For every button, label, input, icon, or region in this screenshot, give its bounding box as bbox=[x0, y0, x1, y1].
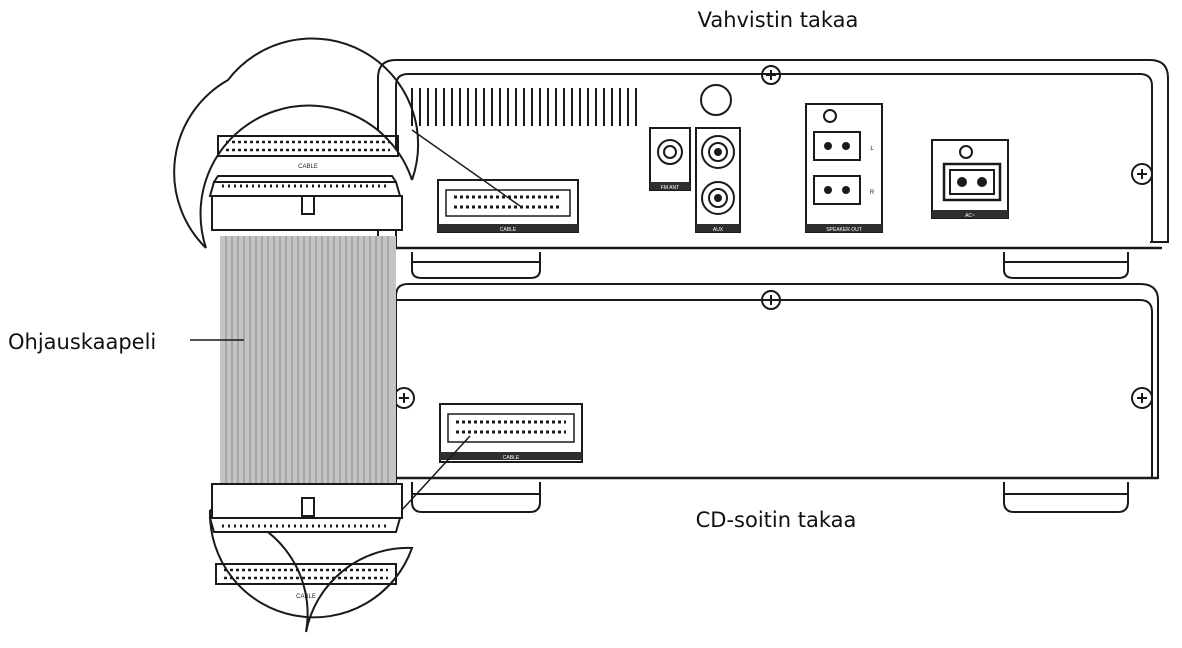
aux-rca-jacks bbox=[695, 127, 741, 233]
amplifier-rear-title: Vahvistin takaa bbox=[697, 8, 859, 32]
amplifier-unit bbox=[377, 59, 1169, 279]
round-port-hole bbox=[700, 84, 732, 116]
control-cable-label: Ohjauskaapeli bbox=[8, 330, 157, 354]
ac-power-inlet bbox=[931, 139, 1009, 219]
amp-cable-port bbox=[437, 179, 579, 233]
ventilation-slots bbox=[411, 88, 637, 126]
zoom-top-cable-label: CABLE bbox=[298, 164, 318, 170]
fm-ant-label: FM ANT bbox=[661, 185, 679, 191]
speaker-out-terminals bbox=[805, 103, 883, 233]
amp-cable-port-label: CABLE bbox=[500, 227, 517, 233]
aux-label: AUX bbox=[713, 227, 724, 233]
screw-icon bbox=[1131, 163, 1153, 185]
screw-icon bbox=[761, 290, 781, 310]
speaker-right-label: R bbox=[870, 190, 875, 196]
cd-player-rear-title: CD-soitin takaa bbox=[695, 508, 857, 532]
cd-player-unit bbox=[393, 283, 1159, 513]
speaker-out-label: SPEAKER OUT bbox=[826, 227, 862, 233]
zoom-bottom-cable-label: CABLE bbox=[296, 594, 316, 600]
fm-antenna-socket bbox=[649, 127, 691, 191]
cd-cable-port-label: CABLE bbox=[503, 455, 520, 461]
speaker-left-label: L bbox=[870, 146, 874, 152]
control-cable bbox=[208, 175, 403, 533]
screw-icon bbox=[761, 65, 781, 85]
zoom-inset-bottom bbox=[208, 435, 471, 633]
screw-icon bbox=[1131, 387, 1153, 409]
screw-icon bbox=[959, 145, 973, 159]
screw-icon bbox=[823, 109, 837, 123]
ac-label: AC~ bbox=[965, 213, 975, 219]
cd-cable-port bbox=[439, 403, 583, 463]
